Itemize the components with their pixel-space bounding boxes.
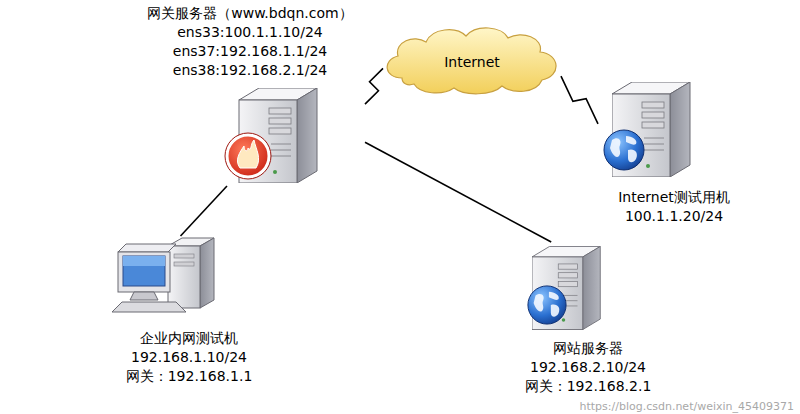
- globe-icon: [604, 130, 644, 170]
- interface-address: ens37:192.168.1.1/24: [173, 42, 327, 61]
- globe-icon: [528, 286, 566, 324]
- ip-address: 192.168.1.10/24: [131, 348, 247, 367]
- internet-cloud: [387, 28, 556, 94]
- interface-address: ens33:100.1.1.10/24: [177, 23, 323, 42]
- intranet-test-host: 企业内网测试机192.168.1.10/24网关：192.168.1.1: [104, 236, 274, 386]
- gateway-address: 网关：192.168.1.1: [126, 367, 253, 386]
- web-server: 网站服务器192.168.2.10/24网关：192.168.2.1: [496, 242, 680, 396]
- internet-cloud: Internet: [383, 30, 561, 94]
- interface-address: ens38:192.168.2.1/24: [173, 61, 327, 80]
- ip-address: 100.1.1.20/24: [625, 207, 723, 226]
- gateway-address: 网关：192.168.2.1: [525, 377, 652, 396]
- lan-link: [181, 186, 228, 236]
- host-name: 网站服务器: [553, 339, 623, 358]
- internet-test-host: Internet测试用机100.1.1.20/24: [598, 80, 750, 226]
- host-name: Internet测试用机: [618, 188, 730, 207]
- ip-address: 192.168.2.10/24: [530, 358, 646, 377]
- wan-link: [561, 76, 598, 124]
- watermark: https://blog.csdn.net/weixin_45409371: [579, 400, 794, 413]
- cloud-label: Internet: [444, 53, 500, 72]
- lan-link: [365, 142, 551, 242]
- node-heading: 网关服务器（www.bdqn.com）: [147, 4, 352, 23]
- pc-icon: [112, 238, 214, 312]
- gateway-server: 网关服务器（www.bdqn.com）ens33:100.1.1.10/24en…: [135, 4, 365, 186]
- host-name: 企业内网测试机: [140, 329, 238, 348]
- firewall-icon: [225, 133, 271, 179]
- wan-link: [365, 68, 383, 104]
